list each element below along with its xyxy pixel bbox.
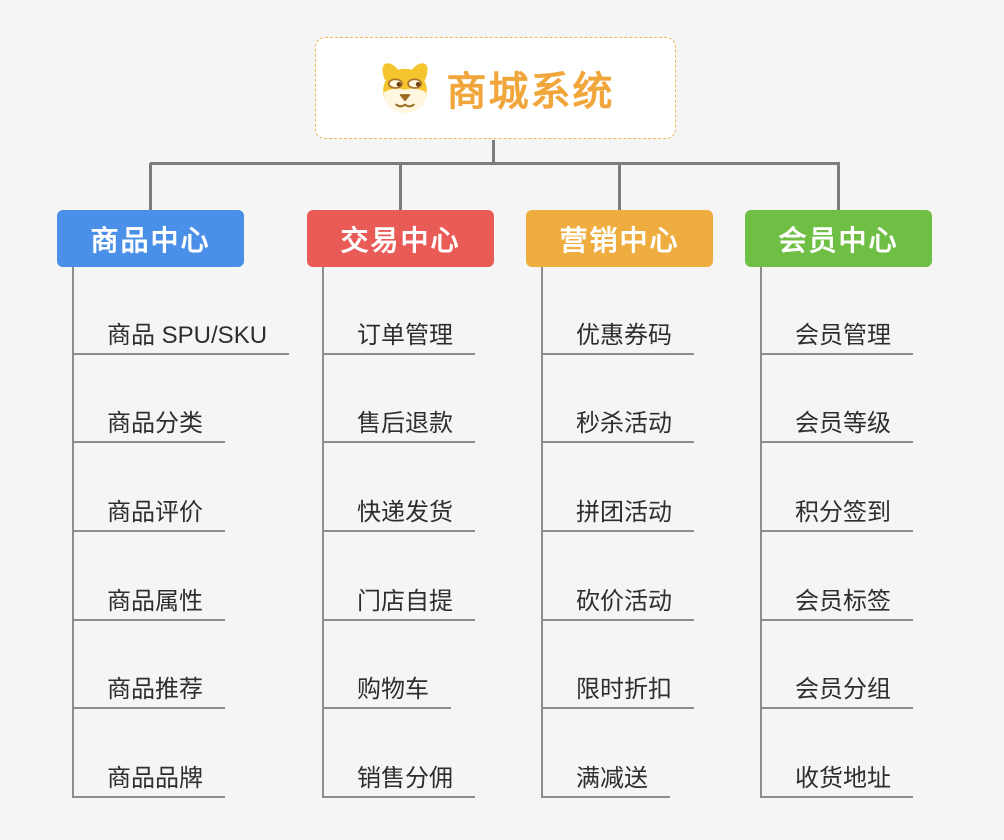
branch-label: 商品中心 [90, 224, 211, 256]
leaf-item[interactable]: 商品分类 [72, 407, 225, 443]
leaf-item[interactable]: 商品推荐 [72, 673, 225, 709]
leaf-item[interactable]: 购物车 [322, 673, 451, 709]
leaf-item[interactable]: 快递发货 [322, 496, 475, 532]
leaf-label: 售后退款 [357, 410, 453, 437]
leaf-label: 快递发货 [357, 499, 453, 526]
leaf-item[interactable]: 商品属性 [72, 585, 225, 621]
root-node[interactable]: 商城系统 [315, 37, 676, 139]
leaf-item[interactable]: 商品品牌 [72, 762, 225, 798]
connector-horizontal-bar [150, 162, 840, 165]
leaf-item[interactable]: 商品评价 [72, 496, 225, 532]
leaf-label: 订单管理 [357, 322, 453, 349]
dog-face-icon [377, 60, 433, 116]
branch-label: 营销中心 [559, 224, 680, 256]
branch-header[interactable]: 交易中心 [307, 210, 494, 267]
leaf-item[interactable]: 砍价活动 [541, 585, 694, 621]
leaf-label: 会员管理 [795, 322, 891, 349]
branch-header[interactable]: 商品中心 [57, 210, 244, 267]
branch-4: 会员中心 会员管理 会员等级 积分签到 会员标签 会员分组 收货地址 [745, 0, 932, 840]
leaf-item[interactable]: 收货地址 [760, 762, 913, 798]
leaf-item[interactable]: 秒杀活动 [541, 407, 694, 443]
leaf-item[interactable]: 会员分组 [760, 673, 913, 709]
branch-2: 交易中心 订单管理 售后退款 快递发货 门店自提 购物车 销售分佣 [307, 0, 494, 840]
branch-label: 交易中心 [340, 224, 461, 256]
connector-branch-drop [399, 163, 402, 210]
leaf-label: 商品 SPU/SKU [107, 322, 268, 349]
leaf-label: 销售分佣 [357, 765, 453, 792]
leaf-item[interactable]: 满减送 [541, 762, 670, 798]
leaf-label: 拼团活动 [576, 499, 672, 526]
leaf-label: 门店自提 [357, 588, 453, 615]
leaf-item[interactable]: 会员等级 [760, 407, 913, 443]
leaf-item[interactable]: 积分签到 [760, 496, 913, 532]
root-title: 商城系统 [446, 70, 615, 114]
leaf-label: 会员标签 [795, 588, 891, 615]
leaf-label: 限时折扣 [576, 676, 672, 703]
leaf-item[interactable]: 优惠券码 [541, 319, 694, 355]
branch-spine [541, 267, 543, 798]
connector-branch-drop [149, 163, 152, 210]
branch-header[interactable]: 营销中心 [526, 210, 713, 267]
branch-spine [72, 267, 74, 798]
leaf-label: 购物车 [357, 676, 429, 703]
connector-branch-drop [837, 163, 840, 210]
connector-root-stem [492, 140, 495, 165]
leaf-item[interactable]: 门店自提 [322, 585, 475, 621]
leaf-item[interactable]: 会员管理 [760, 319, 913, 355]
leaf-item[interactable]: 售后退款 [322, 407, 475, 443]
leaf-item[interactable]: 拼团活动 [541, 496, 694, 532]
branch-spine [760, 267, 762, 798]
branch-spine [322, 267, 324, 798]
leaf-item[interactable]: 商品 SPU/SKU [72, 319, 290, 355]
branch-header[interactable]: 会员中心 [745, 210, 932, 267]
leaf-item[interactable]: 会员标签 [760, 585, 913, 621]
leaf-item[interactable]: 销售分佣 [322, 762, 475, 798]
leaf-label: 会员等级 [795, 410, 891, 437]
leaf-item[interactable]: 订单管理 [322, 319, 475, 355]
leaf-label: 收货地址 [795, 765, 891, 792]
branch-label: 会员中心 [778, 224, 899, 256]
connector-branch-drop [618, 163, 621, 210]
leaf-label: 商品属性 [107, 588, 203, 615]
branch-3: 营销中心 优惠券码 秒杀活动 拼团活动 砍价活动 限时折扣 满减送 [526, 0, 713, 840]
leaf-label: 会员分组 [795, 676, 891, 703]
leaf-label: 商品评价 [107, 499, 203, 526]
branch-1: 商品中心 商品 SPU/SKU 商品分类 商品评价 商品属性 商品推荐 商品品牌 [57, 0, 290, 840]
leaf-label: 商品分类 [107, 410, 203, 437]
leaf-label: 积分签到 [795, 499, 891, 526]
leaf-label: 秒杀活动 [576, 410, 672, 437]
leaf-label: 砍价活动 [576, 588, 672, 615]
leaf-label: 优惠券码 [576, 322, 672, 349]
leaf-label: 商品品牌 [107, 765, 203, 792]
leaf-label: 商品推荐 [107, 676, 203, 703]
leaf-label: 满减送 [576, 765, 648, 792]
leaf-item[interactable]: 限时折扣 [541, 673, 694, 709]
